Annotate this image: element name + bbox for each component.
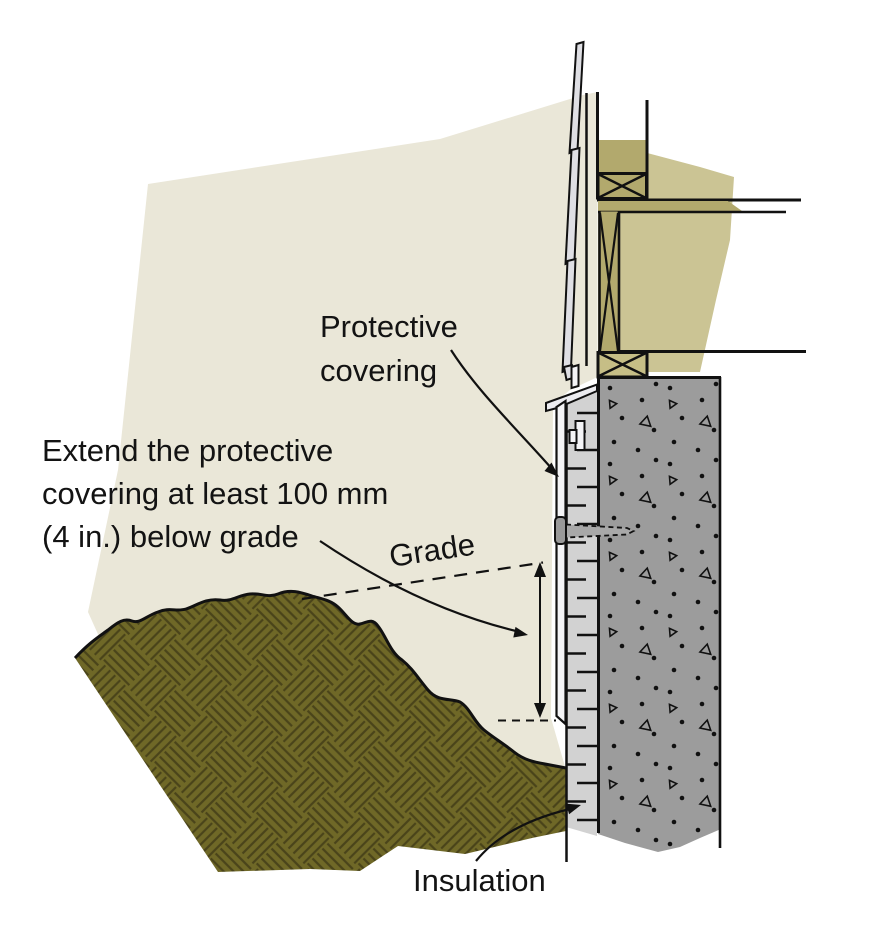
rim-joist-x-brace xyxy=(597,172,647,200)
leader-protective-covering xyxy=(450,349,554,471)
leader-extend-arrowhead xyxy=(513,626,528,638)
arrowhead-up xyxy=(534,562,546,577)
label-insulation: Insulation xyxy=(413,863,546,898)
siding xyxy=(561,40,585,382)
leader-protective-arrowhead xyxy=(544,462,559,477)
sill-plate-x-brace xyxy=(598,351,647,378)
insulation-panel xyxy=(566,385,597,836)
leader-insulation-arrowhead xyxy=(566,803,581,815)
protective-covering-board xyxy=(555,398,567,727)
upper-wall-fill xyxy=(598,140,647,174)
leader-insulation xyxy=(475,807,571,862)
arrowhead-down xyxy=(534,703,546,718)
soil-surface-outline xyxy=(73,589,567,770)
grade-dashed-line xyxy=(301,561,544,601)
label-protective-covering-line1: Protective xyxy=(320,309,458,344)
covering-clip-inner xyxy=(568,429,578,444)
soil-mass xyxy=(75,591,566,872)
floor-assembly-band xyxy=(598,201,742,211)
label-protective-covering-line2: covering xyxy=(320,353,437,388)
label-extend-note-line2: covering at least 100 mm xyxy=(42,476,388,511)
leader-extend-note xyxy=(319,540,517,633)
label-extend-note-line1: Extend the protective xyxy=(42,433,333,468)
fastener-head xyxy=(554,516,567,545)
flashing-tab xyxy=(570,363,580,390)
depth-dimension-arrow xyxy=(534,562,546,718)
stud-wall-x-brace xyxy=(598,212,620,352)
foundation-wall xyxy=(598,377,721,852)
label-extend-note-line3: (4 in.) below grade xyxy=(42,519,299,554)
